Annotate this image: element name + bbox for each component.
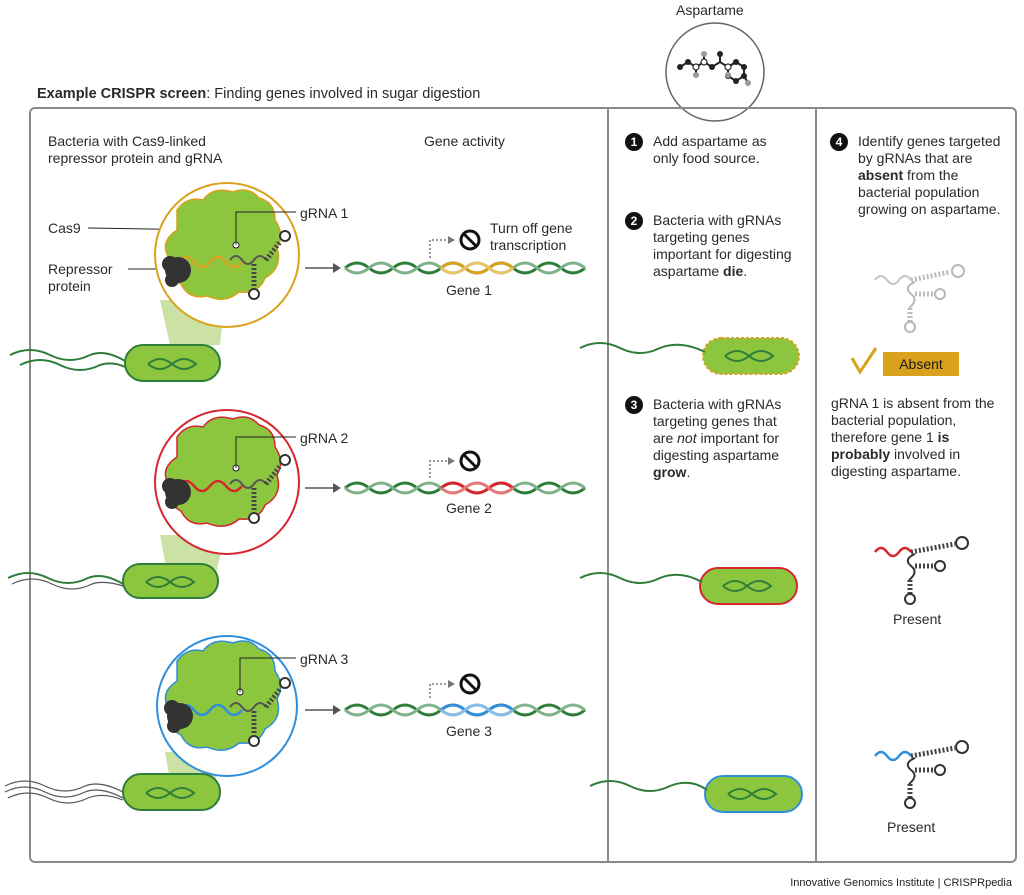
step-2-number: 2 [625, 212, 643, 230]
step-2-text: Bacteria with gRNAs targeting genes impo… [653, 212, 792, 279]
gene3-label: Gene 3 [446, 723, 492, 739]
row2-red [7, 409, 341, 599]
figure-title: Example CRISPR screen: Finding genes inv… [37, 86, 481, 102]
dna-helices [344, 261, 586, 717]
diagram-frame [29, 107, 1017, 863]
gene1-label: Gene 1 [446, 282, 492, 298]
cas9-label: Cas9 [48, 220, 81, 236]
aspartame-molecule-icon [665, 22, 765, 122]
conclusion-text: gRNA 1 is absent from the bacterial popu… [831, 395, 995, 479]
cell-red [579, 567, 798, 605]
step-1-text: Add aspartame as only food source. [653, 133, 767, 166]
step-3: 3 Bacteria with gRNAs targeting genes th… [625, 396, 800, 481]
grna2-label: gRNA 2 [300, 430, 349, 446]
divider-right [815, 107, 817, 863]
step-4: 4 Identify genes targeted by gRNAs that … [830, 133, 1010, 218]
step-1-number: 1 [625, 133, 643, 151]
block-icons [429, 229, 481, 698]
footer-credit: Innovative Genomics Institute | CRISPRpe… [790, 877, 1012, 889]
step-3-text: Bacteria with gRNAs targeting genes that… [653, 396, 782, 480]
gene2-label: Gene 2 [446, 500, 492, 516]
step-1: 1 Add aspartame as only food source. [625, 133, 795, 167]
col2-heading: Gene activity [424, 133, 505, 149]
right-grnas [850, 264, 969, 809]
step-4-number: 4 [830, 133, 848, 151]
row3-blue [4, 635, 341, 811]
absent-badge: Absent [883, 352, 959, 376]
step-3-number: 3 [625, 396, 643, 414]
present-red-grna-icon [874, 536, 969, 605]
crispr-rows [4, 182, 586, 811]
step-4-text: Identify genes targeted by gRNAs that ar… [858, 133, 1001, 217]
cell-dying-gold [579, 337, 800, 375]
present-blue-grna-icon [874, 740, 969, 809]
present-label-2: Present [887, 819, 936, 835]
present-label-1: Present [893, 611, 942, 627]
divider-left [607, 107, 609, 863]
aspartame-label: Aspartame [676, 2, 744, 18]
cell-blue [589, 775, 803, 813]
check-icon [850, 347, 878, 375]
grna1-label: gRNA 1 [300, 205, 349, 221]
step-2: 2 Bacteria with gRNAs targeting genes im… [625, 212, 800, 280]
grna3-label: gRNA 3 [300, 651, 349, 667]
mid-cells [579, 337, 803, 813]
row1-gold [9, 182, 341, 382]
absent-grna-icon [874, 264, 965, 333]
